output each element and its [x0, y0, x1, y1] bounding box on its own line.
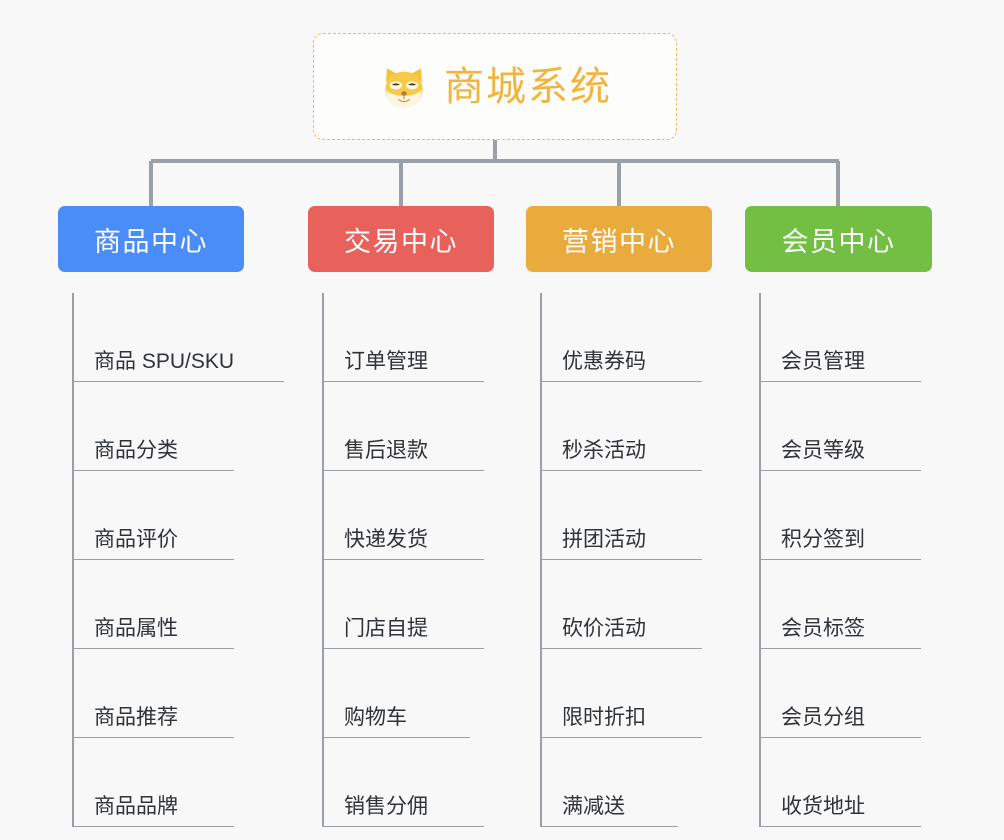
leaf-label: 会员等级 [781, 439, 865, 462]
leaf-underline [322, 648, 484, 649]
leaf-item[interactable]: 快递发货 [308, 471, 494, 560]
leaf-label: 售后退款 [344, 439, 428, 462]
branch-spine-0 [72, 293, 74, 827]
leaf-item[interactable]: 砍价活动 [526, 560, 712, 649]
leaf-label: 订单管理 [344, 350, 428, 373]
leaf-item[interactable]: 商品属性 [58, 560, 244, 649]
leaf-underline [322, 470, 484, 471]
leaf-underline [540, 559, 702, 560]
leaf-label: 商品评价 [94, 528, 178, 551]
leaf-item[interactable]: 购物车 [308, 649, 494, 738]
leaf-label: 快递发货 [344, 528, 428, 551]
leaf-item[interactable]: 售后退款 [308, 382, 494, 471]
leaf-label: 收货地址 [781, 795, 865, 818]
branch-spine-3 [759, 293, 761, 827]
category-box-2[interactable]: 营销中心 [526, 206, 712, 272]
leaf-item[interactable]: 商品评价 [58, 471, 244, 560]
leaf-label: 商品品牌 [94, 795, 178, 818]
leaf-label: 满减送 [562, 795, 625, 818]
branch-column-0: 商品中心 商品 SPU/SKU 商品分类 商品评价 商品属性 商品推荐 [58, 206, 284, 827]
leaf-underline [759, 559, 921, 560]
leaf-item[interactable]: 拼团活动 [526, 471, 712, 560]
leaf-underline [540, 648, 702, 649]
category-label-0: 商品中心 [94, 226, 208, 257]
leaf-underline [72, 559, 234, 560]
category-label-2: 营销中心 [562, 226, 676, 257]
leaf-label: 砍价活动 [562, 617, 646, 640]
leaf-item[interactable]: 积分签到 [745, 471, 932, 560]
leaf-underline [540, 826, 678, 827]
leaf-list-2: 优惠券码 秒杀活动 拼团活动 砍价活动 限时折扣 满减送 [526, 293, 712, 827]
leaf-item[interactable]: 销售分佣 [308, 738, 494, 827]
branch-column-3: 会员中心 会员管理 会员等级 积分签到 会员标签 会员分组 [745, 206, 932, 827]
leaf-item[interactable]: 会员管理 [745, 293, 932, 382]
leaf-label: 优惠券码 [562, 350, 646, 373]
leaf-item[interactable]: 限时折扣 [526, 649, 712, 738]
category-label-3: 会员中心 [781, 226, 896, 257]
category-box-3[interactable]: 会员中心 [745, 206, 932, 272]
leaf-label: 会员标签 [781, 617, 865, 640]
leaf-item[interactable]: 商品 SPU/SKU [58, 293, 284, 382]
leaf-underline [72, 826, 234, 827]
category-label-1: 交易中心 [344, 226, 458, 257]
leaf-underline [759, 826, 921, 827]
leaf-underline [72, 381, 284, 382]
root-node[interactable]: 商城系统 [313, 33, 677, 140]
leaf-item[interactable]: 满减送 [526, 738, 712, 827]
leaf-underline [759, 381, 921, 382]
leaf-label: 会员分组 [781, 706, 865, 729]
leaf-underline [322, 559, 484, 560]
leaf-item[interactable]: 门店自提 [308, 560, 494, 649]
branch-spine-2 [540, 293, 542, 827]
leaf-label: 秒杀活动 [562, 439, 646, 462]
leaf-label: 商品 SPU/SKU [94, 350, 235, 373]
leaf-item[interactable]: 会员分组 [745, 649, 932, 738]
leaf-underline [322, 381, 484, 382]
leaf-item[interactable]: 收货地址 [745, 738, 932, 827]
leaf-item[interactable]: 商品分类 [58, 382, 244, 471]
branch-column-2: 营销中心 优惠券码 秒杀活动 拼团活动 砍价活动 限时折扣 [526, 206, 712, 827]
leaf-underline [540, 470, 702, 471]
leaf-item[interactable]: 商品推荐 [58, 649, 244, 738]
leaf-underline [72, 470, 234, 471]
leaf-label: 积分签到 [781, 528, 865, 551]
leaf-underline [540, 381, 702, 382]
leaf-label: 限时折扣 [562, 706, 646, 729]
shiba-dog-face-icon [378, 61, 430, 113]
leaf-label: 拼团活动 [562, 528, 646, 551]
branch-spine-1 [322, 293, 324, 827]
root-title: 商城系统 [444, 64, 612, 109]
leaf-label: 商品属性 [94, 617, 178, 640]
leaf-label: 商品分类 [94, 439, 178, 462]
leaf-label: 商品推荐 [94, 706, 178, 729]
leaf-underline [72, 648, 234, 649]
leaf-item[interactable]: 商品品牌 [58, 738, 244, 827]
leaf-underline [759, 737, 921, 738]
category-box-1[interactable]: 交易中心 [308, 206, 494, 272]
leaf-list-0: 商品 SPU/SKU 商品分类 商品评价 商品属性 商品推荐 商品品牌 [58, 293, 284, 827]
leaf-underline [540, 737, 702, 738]
leaf-label: 购物车 [344, 706, 407, 729]
category-box-0[interactable]: 商品中心 [58, 206, 244, 272]
leaf-label: 门店自提 [344, 617, 428, 640]
leaf-underline [322, 826, 484, 827]
leaf-underline [759, 648, 921, 649]
leaf-underline [322, 737, 470, 738]
leaf-underline [72, 737, 234, 738]
leaf-item[interactable]: 会员等级 [745, 382, 932, 471]
leaf-list-3: 会员管理 会员等级 积分签到 会员标签 会员分组 收货地址 [745, 293, 932, 827]
leaf-label: 会员管理 [781, 350, 865, 373]
leaf-label: 销售分佣 [344, 795, 428, 818]
leaf-item[interactable]: 会员标签 [745, 560, 932, 649]
leaf-list-1: 订单管理 售后退款 快递发货 门店自提 购物车 销售分佣 [308, 293, 494, 827]
leaf-item[interactable]: 优惠券码 [526, 293, 712, 382]
leaf-underline [759, 470, 921, 471]
branch-column-1: 交易中心 订单管理 售后退款 快递发货 门店自提 购物车 [308, 206, 494, 827]
leaf-item[interactable]: 订单管理 [308, 293, 494, 382]
leaf-item[interactable]: 秒杀活动 [526, 382, 712, 471]
